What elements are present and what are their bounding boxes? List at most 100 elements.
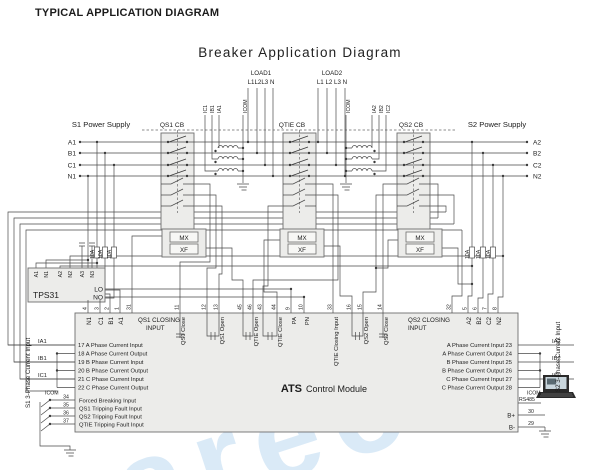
- row-26: B Phase Current Output 26: [442, 369, 512, 375]
- volt-right-a2: A2: [466, 316, 473, 324]
- mx-coil: [169, 231, 199, 243]
- laptop-icon: [536, 375, 576, 398]
- qtie-xf-label: XF: [298, 247, 306, 254]
- terminal-number: 45: [238, 304, 244, 310]
- tps31-no-label: NO: [93, 295, 103, 302]
- func-qs1-open: QS1 Open: [220, 317, 226, 344]
- s2-term-b2: B2: [533, 151, 541, 158]
- row-25: B Phase Current Input 25: [447, 360, 512, 366]
- tps31-term-a3: A3: [80, 271, 86, 277]
- fault-label-34: Forced Breaking Input: [79, 399, 136, 405]
- func-qtie-open: QTIE Open: [254, 317, 260, 346]
- s2-term-c2: C2: [533, 163, 542, 170]
- s1-term-b1: B1: [68, 151, 76, 158]
- module-fault-rows: 34 35 36 37 Forced Breaking Input QS1 Tr…: [63, 395, 144, 429]
- load2-label: LOAD2: [322, 70, 343, 77]
- terminal-number: 6: [473, 307, 479, 310]
- row-22: 22 C Phase Current Output: [78, 386, 149, 392]
- func-qtie-closing: QTIE Closing Input: [334, 317, 340, 366]
- xf-coil: [287, 243, 317, 255]
- terminal-number: 8: [493, 307, 499, 310]
- qs2-coil-box: [397, 228, 443, 258]
- terminal-number: 10: [299, 304, 305, 310]
- icom-right-label: ICOM: [527, 391, 541, 397]
- row-19: 19 B Phase Current Input: [78, 360, 144, 366]
- qs2-closing-line1: QS2 CLOSING: [408, 317, 450, 324]
- terminal-number: 12: [202, 304, 208, 310]
- rs485-label: RS485: [519, 397, 535, 403]
- s1-term-c1: C1: [68, 163, 77, 170]
- module-right-rows: A Phase Current Input 23 A Phase Current…: [442, 343, 513, 392]
- mechanical-linkage-dashed: [142, 129, 455, 213]
- volt-right-n2: N2: [496, 316, 503, 324]
- ct-ib2-label: IB2: [379, 105, 385, 113]
- t ps31-term-n3: N3: [90, 271, 96, 278]
- terminal-number: 43: [258, 304, 264, 310]
- load1-lines-label: L1L2L3 N: [248, 79, 275, 86]
- ats-name: ATS: [281, 383, 302, 395]
- ct-ia1-label: IA1: [217, 105, 223, 113]
- fuse-rating-label: 10A: [465, 249, 471, 259]
- bminus-label: B-: [509, 425, 515, 432]
- row-23: A Phase Current Input 23: [447, 343, 512, 349]
- volt-left-n1: N1: [86, 316, 93, 324]
- ct-ib1-label: IB1: [210, 105, 216, 113]
- aux-contacts: [161, 177, 430, 207]
- breaker-pole-blades: [168, 135, 423, 177]
- xf-coil: [405, 243, 435, 255]
- current-transformers: [204, 115, 387, 183]
- func-pn: PN: [305, 317, 311, 325]
- func-qs2-open: QS2 Open: [364, 317, 370, 344]
- fuses: [94, 246, 496, 259]
- terminal-number: 46: [248, 304, 254, 310]
- module-left-rows: 17 A Phase Current Input 18 A Phase Curr…: [78, 343, 149, 392]
- s2-term-n2: N2: [533, 174, 542, 181]
- module-contact-marks: [176, 313, 387, 340]
- fuse-s1-a: [94, 246, 100, 259]
- qtie-mx-label: MX: [297, 235, 306, 242]
- terminal-number: 4: [83, 307, 89, 310]
- fault-label-36: QS2 Tripping Fault Input: [79, 415, 142, 421]
- func-qs1-close: QS1 Close: [181, 317, 187, 345]
- ground-symbols: [39, 183, 551, 457]
- load1-label: LOAD1: [251, 70, 272, 77]
- b29-label: 29: [528, 421, 534, 427]
- ground-ct-right: [340, 183, 352, 191]
- qs1-xf-label: XF: [180, 247, 188, 254]
- qs2-mx-label: MX: [415, 235, 424, 242]
- power-buses: [80, 88, 527, 177]
- ct-icom-right-label: ICOM: [346, 99, 352, 113]
- ia2-label: IA2: [552, 339, 561, 345]
- page-header: TYPICAL APPLICATION DIAGRAM: [35, 7, 219, 19]
- tps31-term-n2: N2: [68, 271, 74, 278]
- tps31-box: [27, 267, 106, 303]
- qs1-closing-line2: INPUT: [146, 325, 165, 332]
- ic1-label: IC1: [38, 373, 47, 379]
- laptop-base: [536, 392, 576, 398]
- ats-module-box: [74, 312, 519, 433]
- terminal-number: 16: [347, 304, 353, 310]
- fault-label-35: QS1 Tripping Fault Input: [79, 407, 142, 413]
- fuse-rating-label: 10A: [98, 249, 104, 259]
- row-20: 20 B Phase Current Output: [78, 369, 148, 375]
- fuse-rating-label: 10A: [107, 249, 113, 259]
- row-27: C Phase Current Input 27: [446, 377, 512, 383]
- qs1-cb-label: QS1 CB: [160, 122, 185, 129]
- qs2-xf-label: XF: [416, 247, 424, 254]
- ct-right-coils: [345, 115, 387, 183]
- terminal-number: 13: [214, 304, 220, 310]
- terminal-number: 31: [127, 304, 133, 310]
- fault-num-34: 34: [63, 395, 69, 401]
- diagram-title: Breaker Application Diagram: [198, 45, 401, 60]
- terminal-number: 9: [286, 307, 292, 310]
- module-terminal-numbers: 4 3 2 1 31 11 12 13 45 46 43 44 9 10 33 …: [83, 304, 499, 310]
- s1-power-supply-label: S1 Power Supply: [72, 120, 130, 129]
- tps31-term-a2: A2: [58, 271, 64, 277]
- s2-term-a2: A2: [533, 140, 541, 147]
- terminal-number: 14: [378, 304, 384, 310]
- terminal-number: 11: [175, 305, 181, 310]
- qs2-cb-label: QS2 CB: [399, 122, 424, 129]
- fuse-rating-label: 10A: [476, 249, 482, 259]
- b30-label: 30: [528, 409, 534, 415]
